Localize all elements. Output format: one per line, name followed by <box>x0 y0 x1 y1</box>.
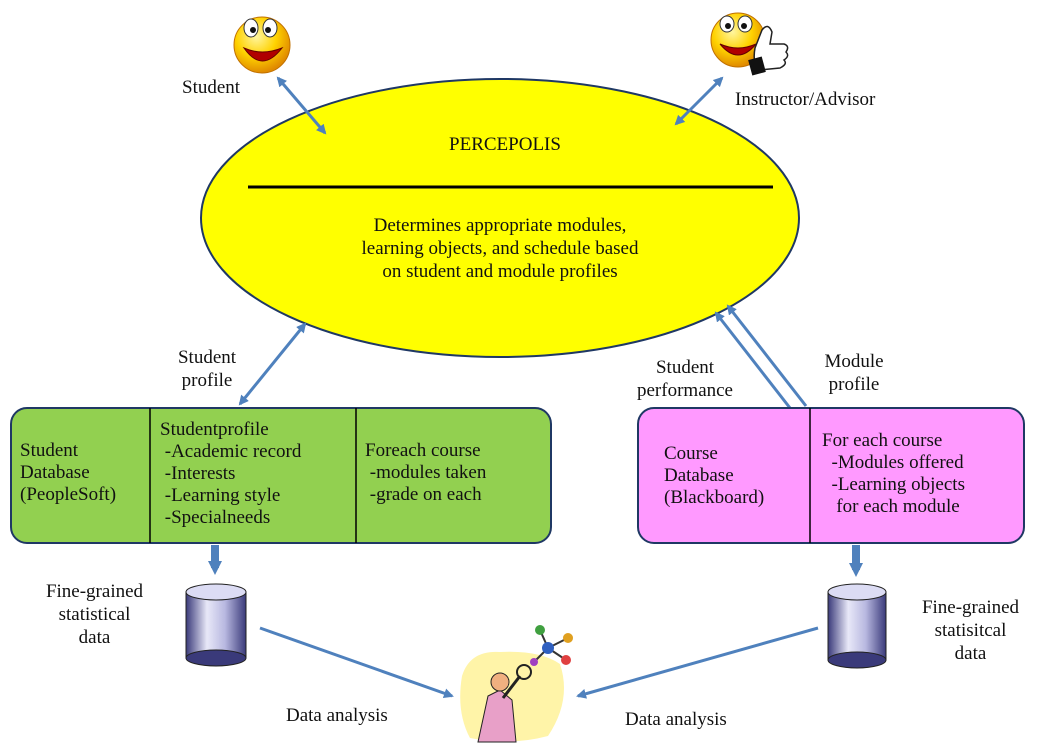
module-profile-label: Module profile <box>814 350 894 396</box>
flow-label-line: Student <box>655 357 715 378</box>
student-profile-label: Student profile <box>162 346 252 392</box>
flow-label-line: profile <box>181 370 233 391</box>
course-database-box <box>637 407 1025 544</box>
arrow-student-performance <box>714 311 792 409</box>
database-cylinder-icon <box>185 583 247 667</box>
course-db-course-column: For each course -Modules offered -Learni… <box>822 430 965 518</box>
student-database-box <box>10 407 552 544</box>
smiley-face-icon <box>233 16 291 74</box>
percepolis-ellipse <box>200 78 800 358</box>
arrow-student-percepolis <box>276 76 327 135</box>
arrow-student-profile <box>238 322 307 406</box>
database-cylinder-icon <box>827 583 887 669</box>
student-profile-column: Studentprofile -Academic record -Interes… <box>160 419 301 529</box>
instructor-actor-label: Instructor/Advisor <box>735 89 876 110</box>
box-text-line: Database <box>20 462 90 483</box>
arrow-left-analysis <box>259 626 454 699</box>
stats-label-line: statisitcal <box>934 620 1007 641</box>
arrow-right-analysis <box>576 626 819 699</box>
box-text-line: Foreach course <box>365 440 481 461</box>
student-course-column: Foreach course -modules taken -grade on … <box>365 440 486 506</box>
flow-label-line: Module <box>824 351 884 372</box>
flow-label-line: performance <box>637 380 733 401</box>
box-text-line: Studentprofile <box>160 419 269 440</box>
arrow-instructor-percepolis <box>674 76 724 126</box>
student-db-name: Student Database (PeopleSoft) <box>20 440 116 506</box>
box-text-line: Database <box>664 465 734 486</box>
box-text-line: -modules taken <box>365 462 487 483</box>
flow-label-line: Student <box>177 347 237 368</box>
percepolis-description: Determines appropriate modules, learning… <box>290 214 710 283</box>
stats-label-line: statistical <box>58 604 131 625</box>
student-actor-label: Student <box>182 77 241 98</box>
course-db-name: Course Database (Blackboard) <box>664 443 764 509</box>
right-stats-label: Fine-grained statisitcal data <box>908 596 1033 665</box>
right-data-analysis-label: Data analysis <box>625 709 727 730</box>
student-performance-label: Student performance <box>625 356 745 402</box>
description-line: learning objects, and schedule based <box>361 238 639 259</box>
box-text-line: -Interests <box>160 463 236 484</box>
box-text-line: Course <box>664 443 718 464</box>
box-text-line: -Specialneeds <box>160 507 271 528</box>
stats-label-line: Fine-grained <box>45 581 144 602</box>
left-data-analysis-label: Data analysis <box>286 705 388 726</box>
box-text-line: (PeopleSoft) <box>20 484 117 505</box>
box-text-line: (Blackboard) <box>664 487 765 508</box>
analyst-molecule-icon <box>460 625 573 743</box>
box-text-line: -Modules offered <box>822 452 964 473</box>
box-text-line: -grade on each <box>365 484 482 505</box>
stats-label-line: data <box>954 643 987 664</box>
box-text-line: -Learning style <box>160 485 281 506</box>
description-line: Determines appropriate modules, <box>373 215 627 236</box>
left-stats-label: Fine-grained statistical data <box>32 580 157 649</box>
stats-label-line: Fine-grained <box>921 597 1020 618</box>
description-line: on student and module profiles <box>382 261 618 282</box>
box-text-line: for each module <box>822 496 960 517</box>
flow-label-line: profile <box>828 374 880 395</box>
box-text-line: -Learning objects <box>822 474 965 495</box>
arrow-module-profile <box>726 304 808 407</box>
box-text-line: -Academic record <box>160 441 302 462</box>
box-text-line: For each course <box>822 430 943 451</box>
box-text-line: Student <box>20 440 79 461</box>
stats-label-line: data <box>78 627 111 648</box>
percepolis-title: PERCEPOLIS <box>449 134 561 155</box>
thumbs-up-smiley-icon <box>710 12 789 76</box>
